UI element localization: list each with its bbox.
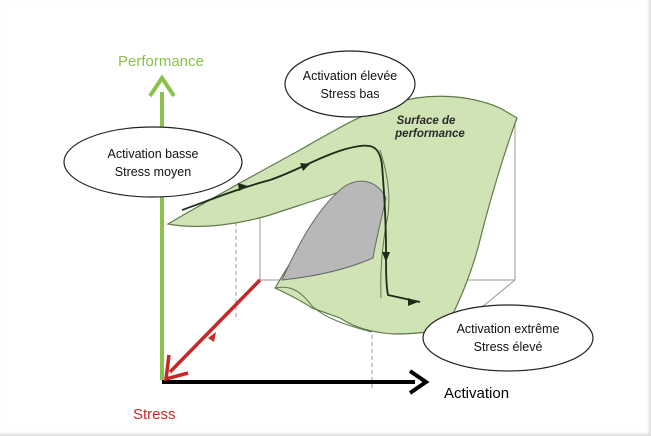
bubble-high-line1: Activation élevée xyxy=(303,69,398,83)
stress-axis-label: Stress xyxy=(133,406,176,423)
surface-label-line2: performance xyxy=(394,128,465,140)
trajectory-arrow-2 xyxy=(300,163,310,171)
bubble-extreme-line1: Activation extrême xyxy=(457,322,560,336)
trajectory-arrow-3 xyxy=(382,252,390,262)
cusp-fold-shading xyxy=(281,180,387,281)
bubble-extreme-line2: Stress élevé xyxy=(474,340,543,354)
bubble-high-activation: Activation élevée Stress bas xyxy=(284,50,416,118)
bubble-extreme-activation: Activation extrême Stress élevé xyxy=(422,304,594,372)
bubble-low-line2: Stress moyen xyxy=(115,165,191,179)
bubble-high-line2: Stress bas xyxy=(320,87,379,101)
stress-axis xyxy=(163,278,262,382)
surface-fold-front xyxy=(274,286,373,333)
trajectory-arrow-4 xyxy=(408,298,418,306)
bubble-low-activation: Activation basse Stress moyen xyxy=(63,126,243,198)
performance-axis xyxy=(148,74,176,380)
trajectory-arrow-1 xyxy=(238,183,248,191)
surface-label-line1: Surface de xyxy=(397,115,456,127)
activation-axis-label: Activation xyxy=(444,385,509,402)
performance-axis-label: Performance xyxy=(118,53,204,70)
activation-axis xyxy=(162,369,430,395)
bubble-low-line1: Activation basse xyxy=(107,147,198,161)
